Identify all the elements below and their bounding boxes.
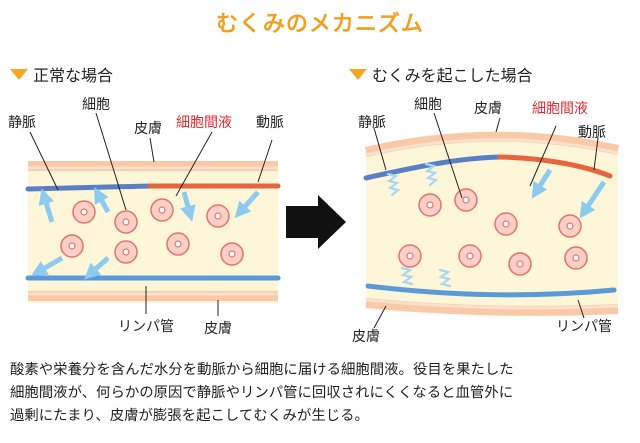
edema-leader-lines (373, 112, 599, 329)
edema-label-lymph: リンパ管 (556, 319, 612, 335)
cell (114, 240, 138, 264)
cell (206, 204, 230, 228)
edema-wavy-arrows (386, 162, 452, 288)
heading-marker-icon (349, 68, 367, 80)
edema-vein (363, 154, 503, 181)
edema-diagram (363, 112, 620, 329)
wavy-arrow-icon (386, 172, 401, 197)
cell (558, 214, 582, 238)
cell (220, 242, 244, 266)
cell (114, 210, 138, 234)
edema-heading-text: むくみを起こした場合 (372, 66, 533, 85)
edema-label-skin-bottom: 皮膚 (352, 329, 380, 345)
cell (418, 193, 442, 217)
normal-heading: 正常な場合 (10, 62, 113, 86)
cell (508, 252, 532, 276)
normal-flow-arrows (31, 187, 260, 280)
edema-label-interstitial: 細胞間液 (532, 101, 588, 117)
cell (454, 188, 478, 212)
normal-label-cell: 細胞 (82, 97, 110, 113)
normal-label-artery: 動脈 (256, 115, 284, 131)
flow-arrow-icon (531, 168, 553, 199)
wavy-arrow-icon (400, 266, 414, 286)
normal-diagram (25, 112, 281, 316)
flow-arrow-icon (579, 180, 607, 219)
edema-label-vein: 静脈 (358, 115, 386, 131)
edema-label-artery: 動脈 (578, 125, 606, 141)
flow-arrow-icon (180, 191, 196, 222)
edema-lymph-vessel (365, 283, 617, 298)
normal-label-skin-top: 皮膚 (134, 121, 162, 137)
description: 酸素や栄養分を含んだ水分を動脈から細胞に届ける細胞間液。役目を果たした 細胞間液… (10, 359, 632, 428)
edema-skin-bottom (365, 298, 619, 316)
description-line-1: 酸素や栄養分を含んだ水分を動脈から細胞に届ける細胞間液。役目を果たした (10, 362, 514, 378)
edema-heading: むくみを起こした場合 (349, 62, 533, 86)
normal-vein (25, 183, 153, 192)
cell (458, 244, 482, 268)
flow-arrow-icon (31, 255, 64, 277)
flow-arrow-icon (234, 190, 260, 218)
cell (72, 200, 96, 224)
description-line-2: 細胞間液が、何らかの原因で静脈やリンパ管に回収されにくくなると血管外に (10, 385, 514, 401)
cell (398, 244, 422, 268)
normal-label-skin-bottom: 皮膚 (204, 321, 232, 337)
normal-heading-text: 正常な場合 (33, 66, 114, 85)
cell (166, 232, 190, 256)
right-arrow-icon (286, 195, 346, 249)
edema-label-skin-top: 皮膚 (474, 101, 502, 117)
edema-flow-arrows (531, 168, 607, 219)
edema-artery (497, 154, 613, 179)
cell (60, 234, 84, 258)
description-line-3: 過剰にたまり、皮膚が膨張を起こしてむくみが生じる。 (10, 408, 369, 424)
normal-cells (60, 198, 244, 266)
wavy-arrow-icon (424, 162, 439, 187)
cell (150, 198, 174, 222)
edema-skin-top (364, 131, 620, 157)
page-title: むくみのメカニズム (216, 12, 424, 37)
normal-label-vein: 静脈 (8, 115, 36, 131)
cell (494, 212, 518, 236)
normal-leader-lines (29, 112, 273, 316)
cell (564, 246, 588, 270)
flow-arrow-icon (38, 188, 55, 223)
wavy-arrow-icon (438, 268, 452, 288)
flow-arrow-icon (84, 256, 110, 280)
edema-label-cell: 細胞 (414, 97, 442, 113)
heading-marker-icon (10, 68, 28, 80)
flow-arrow-icon (94, 187, 111, 214)
normal-label-interstitial: 細胞間液 (176, 115, 232, 131)
normal-label-lymph: リンパ管 (118, 319, 174, 335)
